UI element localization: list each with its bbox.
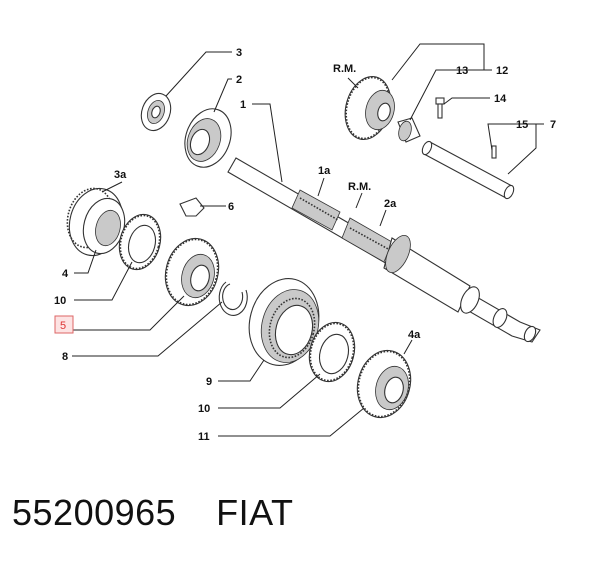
key-part-6 — [179, 197, 205, 217]
label-2: 2 — [236, 74, 242, 86]
label-6: 6 — [228, 201, 234, 213]
label-rm-reverse: R.M. — [333, 63, 356, 75]
label-14: 14 — [494, 93, 507, 105]
bolt-part-14 — [435, 97, 445, 119]
leader-lines — [72, 43, 544, 437]
label-12: 12 — [496, 65, 508, 77]
bushing-part-13 — [397, 117, 421, 143]
synchro-ring-part-10b — [308, 321, 356, 383]
label-2a: 2a — [384, 198, 397, 210]
reverse-shaft-part-7 — [421, 140, 515, 200]
pin-part-15 — [491, 145, 497, 159]
synchro-hub-part-5 — [164, 237, 220, 307]
caption: 55200965 FIAT — [12, 492, 294, 534]
brand-name: FIAT — [216, 492, 294, 533]
reverse-gear-assembly — [344, 76, 395, 140]
label-9: 9 — [206, 376, 212, 388]
label-3: 3 — [236, 47, 242, 59]
highlight-box — [54, 315, 74, 334]
label-11: 11 — [198, 431, 210, 443]
label-10-lower: 10 — [198, 403, 210, 415]
label-1a: 1a — [318, 165, 331, 177]
label-15: 15 — [516, 119, 528, 131]
bearing-part-2 — [184, 108, 232, 168]
label-10-upper: 10 — [54, 295, 66, 307]
part-number: 55200965 — [12, 492, 177, 533]
label-5: 5 — [60, 320, 66, 332]
snap-ring-part-8 — [218, 281, 248, 316]
synchro-ring-part-10a — [118, 213, 162, 271]
label-1: 1 — [240, 99, 246, 111]
gear-part-11 — [356, 349, 412, 419]
label-13: 13 — [456, 65, 468, 77]
gear-part-4 — [66, 187, 126, 257]
label-4a: 4a — [408, 329, 421, 341]
bearing-part-3 — [140, 92, 172, 132]
main-shaft-part-1 — [227, 157, 541, 343]
label-rm-shaft: R.M. — [348, 181, 371, 193]
sleeve-part-9 — [248, 278, 320, 366]
label-8: 8 — [62, 351, 68, 363]
label-4: 4 — [62, 268, 69, 280]
label-3a: 3a — [114, 169, 127, 181]
label-7: 7 — [550, 119, 556, 131]
